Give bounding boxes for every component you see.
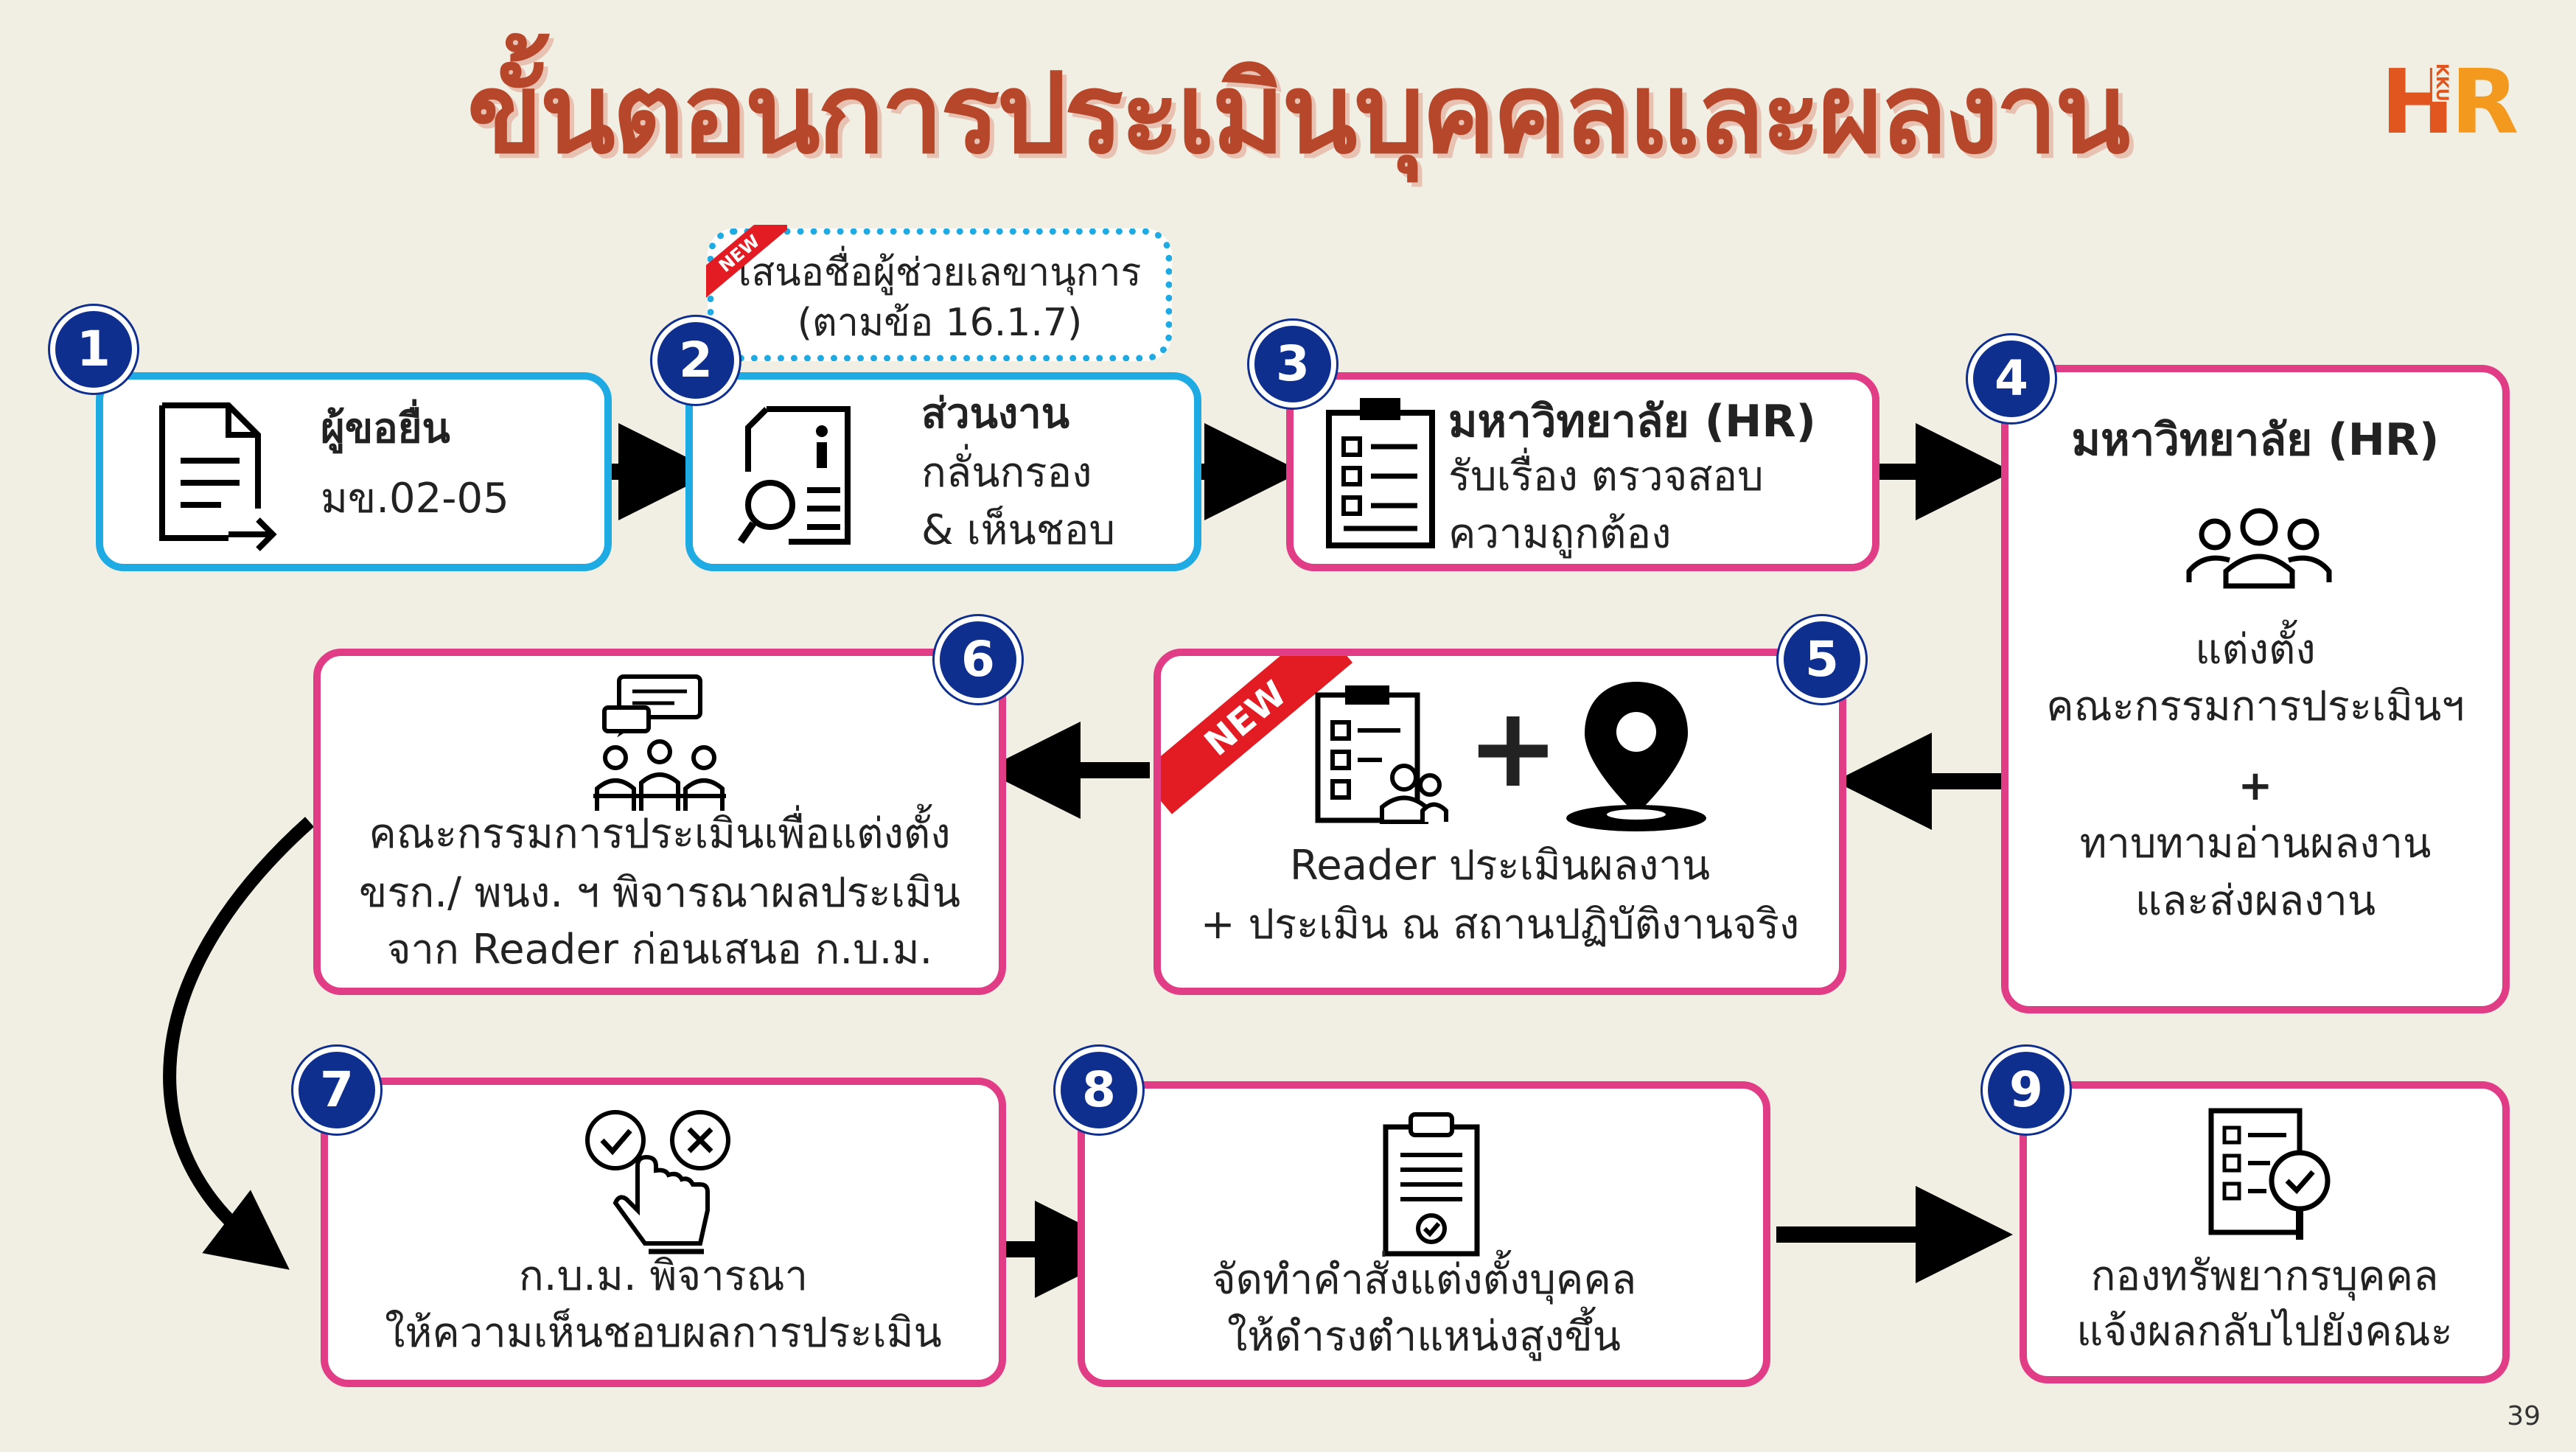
document-check-magnifier-icon [2208,1108,2331,1240]
checklist-team-icon [1315,685,1448,824]
step-2-box [685,372,1201,571]
group-people-icon [2186,508,2332,589]
note-new-ribbon: NEW [706,225,787,306]
step-2-badge: 2 [652,317,739,404]
clipboard-checklist-icon [1326,398,1435,548]
step-8-box [1078,1081,1770,1387]
step-7-badge: 7 [293,1047,380,1134]
step-5-box: NEW + [1153,649,1846,995]
step-3-badge: 3 [1249,321,1336,408]
step-5-badge: 5 [1779,616,1865,703]
document-arrow-icon [159,402,277,551]
step-1-form: มข.02-05 [321,475,509,523]
step-4-badge: 4 [1968,335,2055,422]
step-6-badge: 6 [935,616,1022,703]
step-4-title: มหาวิทยาลัย (HR) [2071,414,2440,466]
meeting-discussion-icon [593,674,726,811]
page-number: 39 [2507,1401,2541,1431]
note-ribbon-text: NEW [706,225,787,304]
step-3-title: มหาวิทยาลัย (HR) [1448,396,1816,447]
logo-letter-r: R [2451,52,2519,154]
step-6-box [313,649,1006,995]
note-line-1: เสนอชื่อผู้ช่วยเลขานุการ [738,251,1142,295]
step-3-box [1286,372,1879,571]
step-4-line-1: แต่งตั้ง [2195,626,2316,674]
step-9-box [2020,1081,2510,1383]
step-8-line-1: จัดทำคำสั่งแต่งตั้งบุคคล [1211,1256,1637,1304]
step-6-line-2: ขรก./ พนง. ฯ พิจารณาผลประเมิน [359,869,960,917]
step-3-line-2: ความถูกต้อง [1448,510,1672,558]
step-1-badge: 1 [50,306,137,393]
hr-kku-logo: H KKU R [2381,59,2521,147]
step-3-line-1: รับเรื่อง ตรวจสอบ [1448,453,1764,500]
secretary-note: เสนอชื่อผู้ช่วยเลขานุการ (ตามข้อ 16.1.7) [708,228,1172,361]
step-4-plus: + [2238,762,2273,810]
arrow-6-7 [163,817,315,1270]
step-4-line-3: ทาบทามอ่านผลงาน [2079,820,2432,868]
step-5-plus: + [1467,684,1560,812]
step-5-line-1: Reader ประเมินผลงาน [1289,842,1711,890]
clipboard-approved-icon [1383,1112,1480,1257]
step-1-title: ผู้ขอยื่น [321,405,450,453]
step-7-line-1: ก.บ.ม. พิจารณา [518,1252,809,1300]
step-7-line-2: ให้ความเห็นชอบผลการประเมิน [385,1309,942,1357]
step-2-title: ส่วนงาน [921,390,1069,438]
step-5-line-2: + ประเมิน ณ สถานปฏิบัติงานจริง [1200,901,1800,949]
step-6-line-1: คณะกรรมการประเมินเพื่อแต่งตั้ง [369,810,951,858]
step-2-line-1: กลั่นกรอง [921,449,1092,497]
document-search-icon [737,406,851,545]
step-8-badge: 8 [1055,1047,1142,1134]
step-2-line-2: & เห็นชอบ [921,506,1115,554]
step-9-line-1: กองทรัพยากรบุคคล [2090,1252,2439,1300]
location-pin-icon [1566,682,1706,831]
step-6-line-3: จาก Reader ก่อนเสนอ ก.บ.ม. [386,926,933,974]
step-1-box [96,372,612,571]
step-9-line-2: แจ้งผลกลับไปยังคณะ [2076,1308,2453,1355]
note-line-2: (ตามข้อ 16.1.7) [797,301,1083,345]
step-4-line-4: และส่งผลงาน [2135,877,2376,925]
step-4-box [2001,365,2510,1013]
approve-reject-hand-icon [585,1110,730,1254]
logo-kku-text: KKU [2432,63,2451,102]
page-title: ขั้นตอนการประเมินบุคคลและผลงาน [467,50,2131,178]
step-9-badge: 9 [1983,1047,2070,1134]
step-7-box [321,1078,1006,1387]
step-8-line-2: ให้ดำรงตำแหน่งสูงขึ้น [1226,1313,1622,1361]
step-4-line-2: คณะกรรมการประเมินฯ [2046,683,2465,730]
